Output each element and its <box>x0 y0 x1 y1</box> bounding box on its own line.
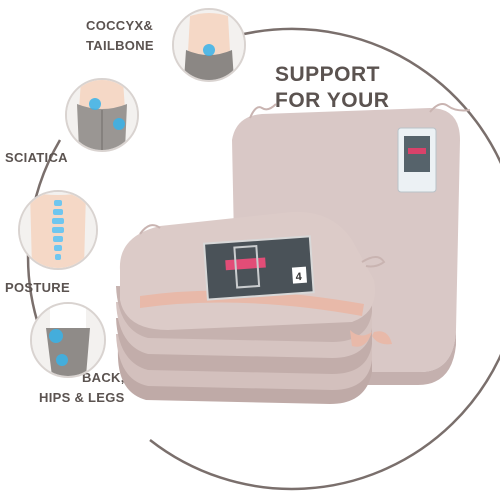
benefit-label-back-hips-line-2: HIPS & LEGS <box>39 390 125 405</box>
ribbon <box>140 290 364 316</box>
sciatica-photo <box>65 78 139 152</box>
spine-icon <box>52 200 64 260</box>
svg-text:4: 4 <box>295 271 303 283</box>
hip-highlight-icon <box>49 329 63 343</box>
tailbone-photo <box>172 8 246 82</box>
benefit-label-coccyx-line-1: COCCYX& <box>86 18 154 33</box>
benefit-label-coccyx: COCCYX& TAILBONE <box>86 18 154 54</box>
tailbone-highlight-icon <box>203 44 215 56</box>
stacked-cushions: 4 <box>116 211 392 404</box>
hips-legs-photo <box>30 302 106 378</box>
headline-line-1: SUPPORT <box>275 63 381 86</box>
headline: SUPPORT FOR YOUR <box>275 62 485 114</box>
benefit-label-back-hips-line-1: BACK, <box>81 370 125 385</box>
knee-highlight-icon <box>56 354 68 366</box>
sciatica-highlight-icon <box>89 98 101 110</box>
benefit-label-back-hips: BACK, HIPS & LEGS <box>39 370 125 406</box>
benefit-label-posture: POSTURE <box>5 280 70 295</box>
benefit-label-sciatica: SCIATICA <box>5 150 68 165</box>
spine-photo <box>18 190 98 270</box>
benefit-label-coccyx-line-2: TAILBONE <box>86 38 154 53</box>
packaging-label: 4 <box>202 235 315 301</box>
headline-line-2: FOR YOUR <box>275 89 390 112</box>
sciatica-leg-highlight-icon <box>113 118 125 130</box>
